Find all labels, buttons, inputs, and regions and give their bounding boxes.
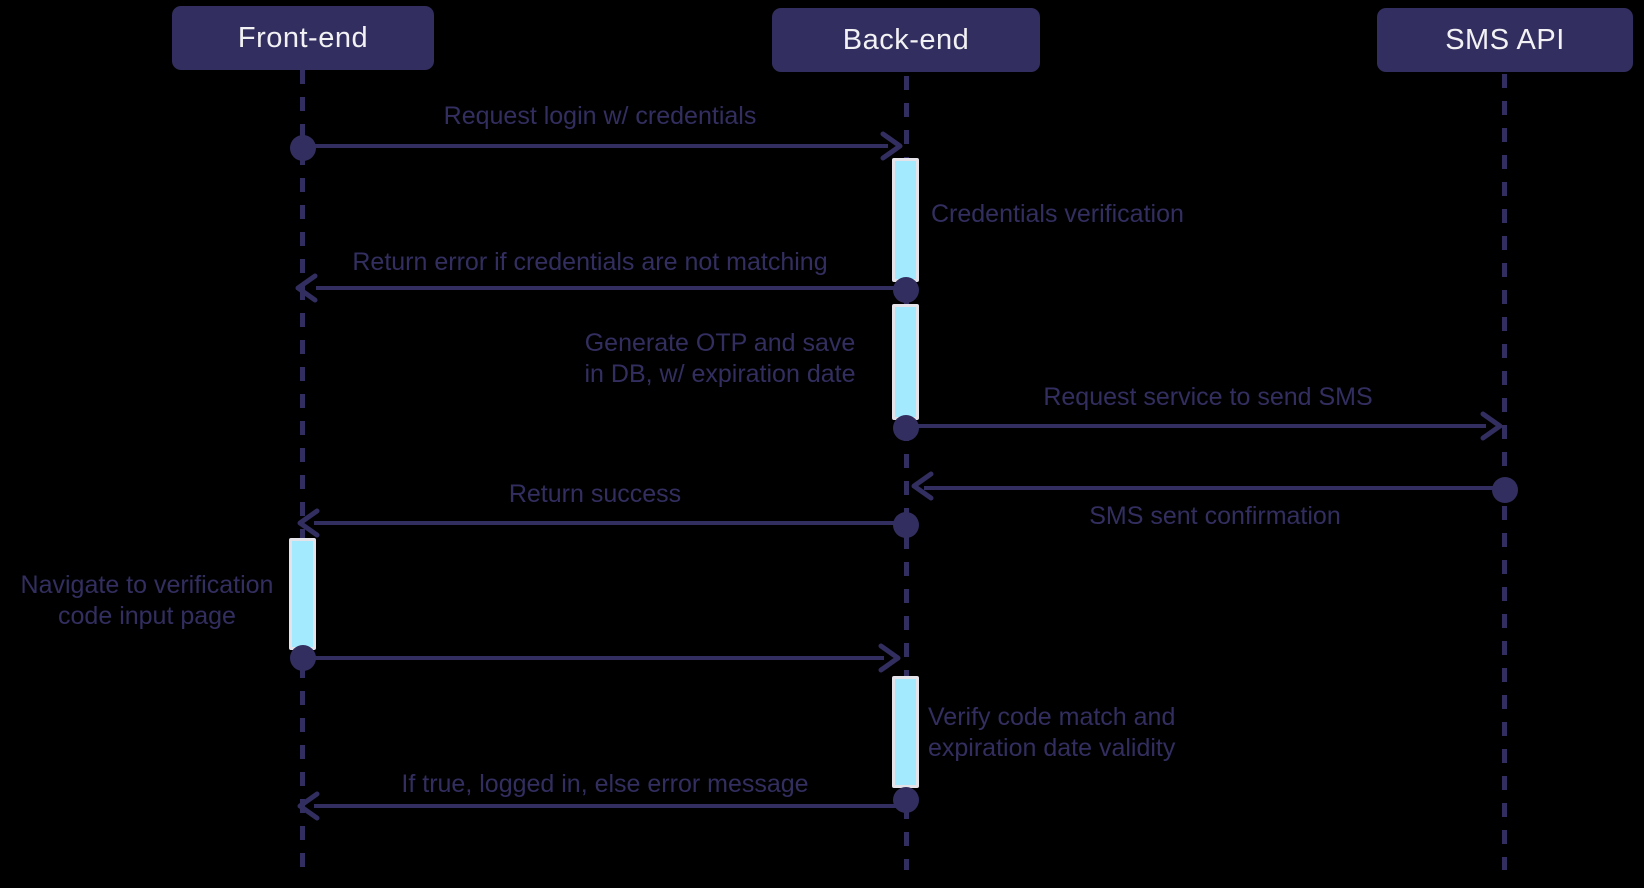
message-line [906, 424, 1486, 428]
arrowhead-left-icon [295, 273, 318, 303]
activation-bar-frontend [289, 538, 316, 650]
message-line [314, 521, 906, 525]
message-line [303, 656, 884, 660]
activation-bar-backend-1 [892, 158, 919, 282]
actor-box-smsapi: SMS API [1377, 8, 1633, 72]
message-label: SMS sent confirmation [1089, 502, 1341, 530]
message-origin-dot [290, 135, 316, 161]
note-label: Verify code match and expiration date va… [928, 703, 1176, 762]
message-line [314, 804, 906, 808]
arrowhead-right-icon [880, 131, 903, 161]
message-origin-dot [1492, 477, 1518, 503]
note-label: Navigate to verification code input page [20, 571, 274, 630]
arrowhead-left-icon [911, 471, 934, 501]
actor-box-frontend: Front-end [172, 6, 434, 70]
lifeline-frontend [300, 70, 305, 870]
message-label: Request login w/ credentials [443, 102, 757, 130]
message-label: Return error if credentials are not matc… [352, 248, 828, 276]
actor-label-frontend: Front-end [237, 21, 369, 54]
message-label: Return success [508, 480, 682, 508]
actor-box-backend: Back-end [772, 8, 1040, 72]
arrowhead-left-icon [297, 791, 320, 821]
lifeline-backend [904, 76, 909, 870]
note-label: Generate OTP and save in DB, w/ expirati… [584, 329, 856, 388]
message-line [924, 486, 1505, 490]
actor-label-smsapi: SMS API [1445, 23, 1565, 56]
arrowhead-right-icon [1480, 411, 1503, 441]
actor-label-backend: Back-end [842, 23, 970, 56]
message-origin-dot [893, 415, 919, 441]
note-label: Credentials verification [931, 200, 1184, 228]
message-label: If true, logged in, else error message [401, 770, 809, 798]
message-origin-dot [893, 787, 919, 813]
activation-bar-backend-2 [892, 304, 919, 420]
lifeline-smsapi [1502, 74, 1507, 870]
message-line [316, 286, 906, 290]
message-origin-dot [893, 512, 919, 538]
arrowhead-right-icon [878, 643, 901, 673]
message-label: Request service to send SMS [1043, 383, 1373, 411]
activation-bar-backend-3 [892, 676, 919, 788]
message-line [303, 144, 888, 148]
arrowhead-left-icon [297, 508, 320, 538]
message-origin-dot [893, 277, 919, 303]
